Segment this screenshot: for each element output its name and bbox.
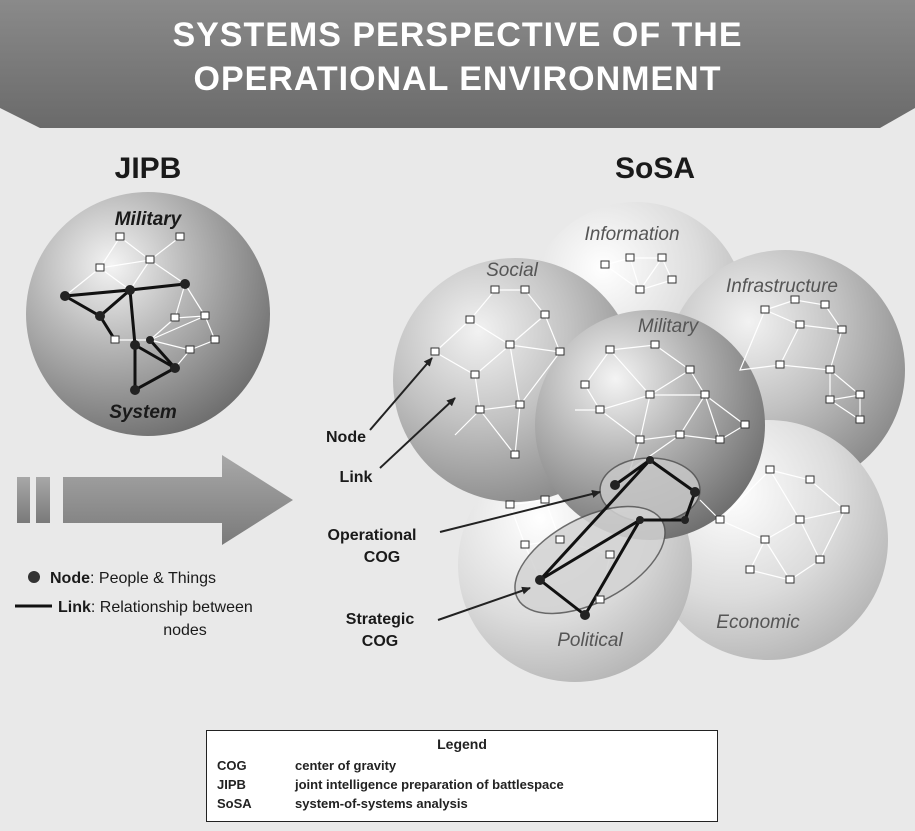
military-sphere (535, 310, 765, 540)
sosa-nodes (430, 253, 865, 604)
sosa-spheres: Information Social Infrastructure Milita… (393, 202, 905, 682)
title-banner: SYSTEMS PERSPECTIVE OF THE OPERATIONAL E… (0, 0, 915, 128)
political-sphere-label: Political (557, 630, 623, 651)
link-key-text: Link: Relationship between (58, 599, 253, 616)
jipb-sphere-bottom-label: System (109, 402, 177, 423)
callouts: Node Link Operational COG Strategic COG (326, 357, 601, 650)
legend-abbr: SoSA (217, 796, 252, 811)
node-callout-arrow (369, 357, 433, 431)
banner-shape (0, 0, 915, 128)
jipb-highlighted-links (64, 282, 186, 393)
link-callout-arrow (379, 397, 456, 469)
legend-title: Legend (437, 736, 487, 752)
node-key-icon (28, 571, 40, 583)
legend-entry: JIPB joint intelligence preparation of ba… (217, 777, 564, 792)
strategic-cog-label-1: Strategic (346, 611, 415, 628)
title-line-1: SYSTEMS PERSPECTIVE OF THE (172, 16, 743, 54)
operational-cog-arrow (439, 490, 601, 533)
legend-abbr: JIPB (217, 777, 246, 792)
link-key-term: Link (58, 599, 91, 616)
big-arrow (17, 455, 293, 545)
node-callout-label: Node (326, 429, 366, 446)
legend-box: Legend COG center of gravity JIPB joint in… (206, 730, 718, 822)
legend-meaning: joint intelligence preparation of battle… (295, 777, 564, 792)
node-key-term: Node (50, 570, 90, 587)
strategic-cog-label-2: COG (362, 633, 398, 650)
key: Node: People & Things Link: Relationship… (15, 570, 253, 639)
jipb-sphere-top-label: Military (115, 209, 183, 230)
link-key-desc-2: nodes (163, 622, 207, 639)
node-key-desc: : People & Things (90, 570, 216, 587)
legend-entry: SoSA system-of-systems analysis (217, 796, 468, 811)
link-key-desc-1: : Relationship between (91, 599, 253, 616)
legend-meaning: system-of-systems analysis (295, 796, 468, 811)
jipb-nodes (95, 232, 220, 354)
jipb-sphere: Military System (26, 192, 270, 436)
strategic-cog-region (514, 505, 666, 615)
jipb-dark-nodes (60, 279, 190, 395)
infrastructure-sphere-label: Infrastructure (726, 276, 838, 297)
legend-entry: COG center of gravity (217, 758, 396, 773)
operational-cog-label-1: Operational (328, 527, 417, 544)
information-sphere-label: Information (584, 224, 679, 245)
operational-cog-label-2: COG (364, 549, 400, 566)
link-callout-label: Link (340, 469, 373, 486)
social-sphere-label: Social (486, 260, 539, 281)
legend-meaning: center of gravity (295, 758, 397, 773)
economic-sphere-label: Economic (716, 612, 800, 633)
node-key-text: Node: People & Things (50, 570, 216, 587)
strategic-cog-arrow (437, 586, 531, 621)
legend-abbr: COG (217, 758, 247, 773)
sosa-heading: SoSA (615, 152, 695, 185)
jipb-heading: JIPB (115, 152, 182, 185)
military-sphere-label: Military (638, 316, 700, 337)
cog-nodes (535, 456, 700, 620)
title-line-2: OPERATIONAL ENVIRONMENT (193, 60, 722, 98)
cog-regions (514, 457, 701, 615)
